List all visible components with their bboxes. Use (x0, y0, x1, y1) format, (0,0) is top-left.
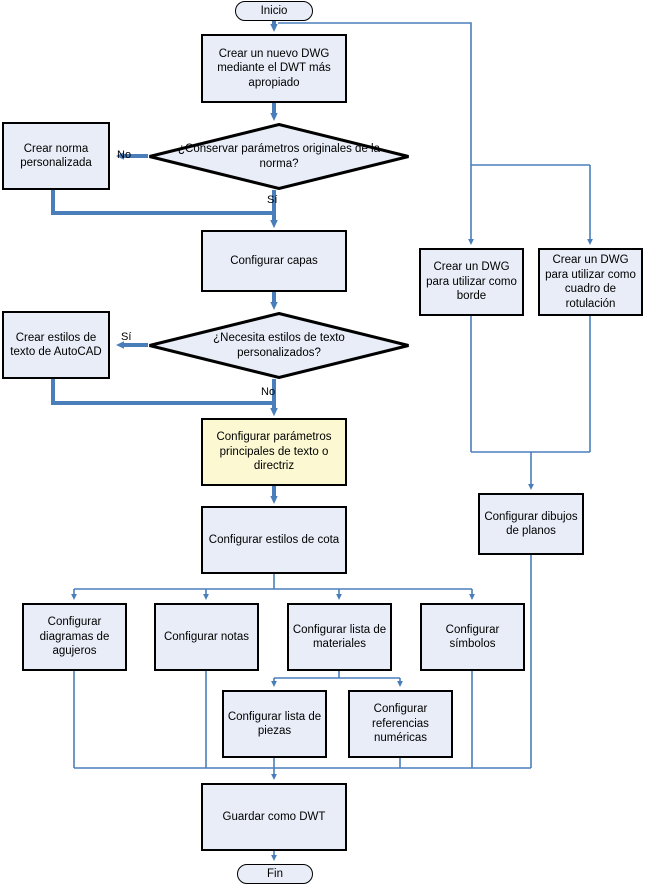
node-inicio[interactable]: Inicio (235, 1, 313, 21)
node-label: Inicio (260, 4, 288, 17)
node-label: Configurar diagramas de agujeros (39, 616, 110, 658)
node-label: Configurar lista de materiales (292, 623, 387, 651)
node-crear-estilos-texto-autocad[interactable]: Crear estilos de texto de AutoCAD (2, 311, 110, 379)
node-label: Configurar estilos de cota (208, 533, 340, 546)
edge-label-no-norma: No (117, 149, 132, 161)
node-configurar-diagramas-agujeros[interactable]: Configurar diagramas de agujeros (22, 603, 127, 671)
node-label: Crear norma personalizada (20, 142, 92, 170)
node-configurar-lista-piezas[interactable]: Configurar lista de piezas (222, 690, 327, 758)
diamond-shape (148, 312, 410, 379)
edge-label-si-texto: Sí (121, 331, 132, 343)
node-crear-dwg[interactable]: Crear un nuevo DWG mediante el DWT más a… (201, 34, 347, 103)
node-configurar-referencias-numericas[interactable]: Configurar referencias numéricas (348, 690, 453, 758)
node-label: Configurar referencias numéricas (372, 703, 429, 745)
node-label: Configurar notas (163, 630, 250, 643)
node-guardar-como-dwt[interactable]: Guardar como DWT (201, 783, 347, 851)
node-label: Fin (267, 867, 283, 880)
node-label: Configurar dibujos de planos (484, 510, 578, 538)
node-label: Configurar lista de piezas (227, 710, 322, 738)
node-decision-estilos-texto[interactable]: ¿Necesita estilos de texto personalizado… (148, 312, 410, 379)
node-configurar-dibujos-planos[interactable]: Configurar dibujos de planos (478, 493, 584, 555)
node-label: Crear un DWG para utilizar como borde (426, 261, 517, 303)
node-label: Crear un nuevo DWG mediante el DWT más a… (217, 47, 331, 89)
node-configurar-notas[interactable]: Configurar notas (154, 603, 259, 671)
node-configurar-capas[interactable]: Configurar capas (201, 230, 347, 292)
node-label: Configurar parámetros principales de tex… (216, 431, 332, 473)
node-label: Crear estilos de texto de AutoCAD (10, 331, 102, 359)
node-label: Configurar símbolos (445, 623, 500, 651)
node-label: ¿Necesita estilos de texto personalizado… (213, 332, 345, 359)
node-crear-dwg-borde[interactable]: Crear un DWG para utilizar como borde (419, 248, 524, 316)
edge-label-si-norma: Sí (267, 194, 278, 206)
node-fin[interactable]: Fin (237, 864, 313, 884)
node-decision-conservar-norma[interactable]: ¿Conservar parámetros originales de la n… (148, 123, 410, 190)
edge-label-no-texto: No (261, 386, 276, 398)
node-configurar-estilos-cota[interactable]: Configurar estilos de cota (201, 506, 347, 574)
node-label: Guardar como DWT (222, 810, 326, 823)
node-label: Configurar capas (230, 254, 318, 267)
node-crear-dwg-cuadro-rotulacion[interactable]: Crear un DWG para utilizar como cuadro d… (538, 248, 643, 316)
node-crear-norma-personalizada[interactable]: Crear norma personalizada (2, 122, 110, 190)
node-configurar-simbolos[interactable]: Configurar símbolos (420, 603, 525, 671)
node-configurar-lista-materiales[interactable]: Configurar lista de materiales (287, 603, 392, 671)
node-configurar-parametros-texto[interactable]: Configurar parámetros principales de tex… (201, 418, 347, 486)
node-label: Crear un DWG para utilizar como cuadro d… (545, 254, 636, 310)
node-label: ¿Conservar parámetros originales de la n… (178, 143, 380, 170)
